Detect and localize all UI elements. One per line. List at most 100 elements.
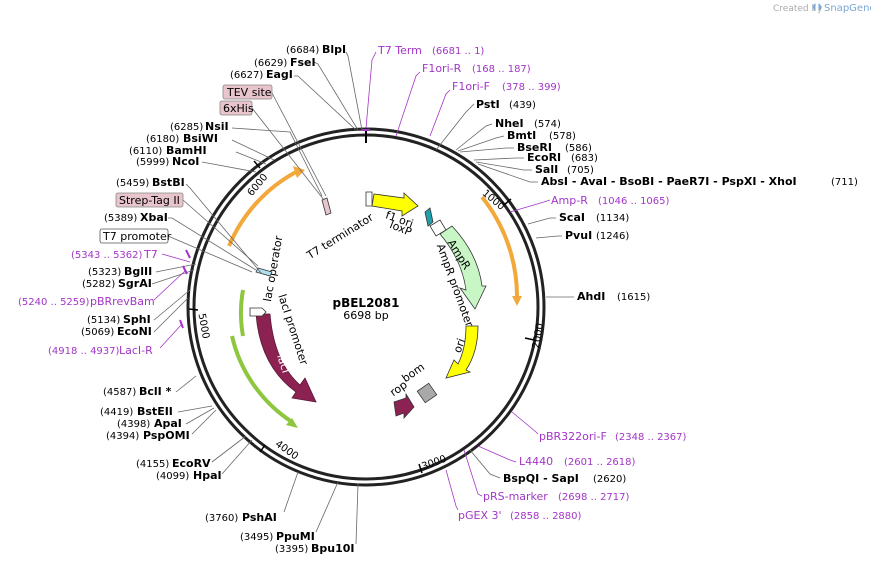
svg-text:Amp-R: Amp-R bbox=[551, 194, 588, 207]
site-sphi[interactable]: (5134) SphI bbox=[87, 289, 191, 326]
svg-text:(5069): (5069) bbox=[81, 327, 114, 338]
orange-feature-left-arrow[interactable] bbox=[227, 170, 297, 247]
primer-pbrrevbam[interactable]: (5240 .. 5259) pBRrevBam bbox=[18, 265, 188, 308]
site-apai[interactable]: (4398) ApaI bbox=[117, 407, 215, 430]
svg-text:F1ori-F: F1ori-F bbox=[452, 80, 490, 93]
created-by-text: Created by bbox=[773, 4, 823, 14]
site-pspomi[interactable]: (4394) PspOMI bbox=[106, 409, 217, 442]
site-hpai[interactable]: (4099) HpaI bbox=[156, 439, 253, 482]
site-xhoi-group[interactable]: AbsI - AvaI - BsoBI - PaeR7I - PspXI - X… bbox=[477, 163, 858, 188]
site-xbai[interactable]: (5389) XbaI bbox=[104, 211, 257, 271]
laci-arrow[interactable] bbox=[255, 313, 317, 403]
tag-t7-promoter[interactable]: T7 promoter bbox=[99, 228, 253, 273]
site-nhei[interactable]: NheI (574) bbox=[455, 117, 561, 151]
svg-text:NheI: NheI bbox=[495, 117, 524, 130]
site-scai[interactable]: ScaI (1134) bbox=[527, 211, 629, 225]
f1-ori-arrow[interactable] bbox=[371, 192, 419, 217]
svg-text:(5459): (5459) bbox=[116, 178, 149, 189]
rop-arrow[interactable] bbox=[393, 392, 415, 420]
site-ppumi[interactable]: (3495) PpuMI bbox=[240, 481, 339, 543]
tag-tev-site[interactable]: TEV site bbox=[222, 84, 327, 197]
primer-l4440[interactable]: L4440 (2601 .. 2618) bbox=[477, 445, 636, 468]
site-fsei[interactable]: (6629) FseI bbox=[254, 56, 359, 131]
site-ahdi[interactable]: AhdI (1615) bbox=[546, 290, 650, 303]
t7-terminator-marker bbox=[321, 197, 332, 216]
primer-amp-r[interactable]: Amp-R (1046 .. 1065) bbox=[509, 194, 670, 213]
svg-text:(378 .. 399): (378 .. 399) bbox=[502, 82, 561, 93]
green-feature-arrowhead bbox=[286, 418, 298, 428]
site-ncoi[interactable]: (5999) NcoI bbox=[136, 155, 257, 173]
site-bsiwi[interactable]: (6180) BsiWI bbox=[146, 132, 275, 161]
svg-text:ScaI: ScaI bbox=[559, 211, 585, 224]
orange-feature-right-arrowhead bbox=[512, 296, 522, 306]
orange-feature-left-arrowhead bbox=[293, 166, 305, 178]
svg-text:BseRI: BseRI bbox=[517, 141, 552, 154]
site-nsii[interactable]: (6285) NsiI bbox=[170, 120, 323, 197]
primer-f1ori-r[interactable]: F1ori-R (168 .. 187) bbox=[395, 62, 531, 137]
svg-text:(6285): (6285) bbox=[170, 122, 203, 133]
site-blpi[interactable]: (6684) BlpI bbox=[286, 43, 363, 131]
site-bstbi[interactable]: (5459) BstBI bbox=[116, 176, 263, 275]
svg-text:Bpu10I: Bpu10I bbox=[311, 542, 355, 555]
site-pvui[interactable]: PvuI (1246) bbox=[535, 229, 629, 242]
site-eagi[interactable]: (6627) EagI bbox=[230, 68, 357, 131]
site-bsteii[interactable]: (4419) BstEII bbox=[100, 405, 213, 418]
site-psti[interactable]: PstI (439) bbox=[435, 98, 536, 151]
site-ecorv[interactable]: (4155) EcoRV bbox=[136, 435, 247, 470]
site-bpu10i[interactable]: (3395) Bpu10I bbox=[275, 483, 359, 555]
svg-text:(1246): (1246) bbox=[596, 231, 629, 242]
svg-text:(2620): (2620) bbox=[593, 474, 626, 485]
svg-text:(1134): (1134) bbox=[596, 213, 629, 224]
snapgene-brand-text[interactable]: SnapGene bbox=[824, 3, 871, 14]
svg-text:L4440: L4440 bbox=[519, 455, 553, 468]
primer-t7-term[interactable]: T7 Term (6681 .. 1) bbox=[362, 44, 484, 131]
ori-arrow[interactable] bbox=[445, 325, 479, 379]
primer-t7[interactable]: (5343 .. 5362) T7 bbox=[71, 248, 191, 263]
green-feature-outer-arrow[interactable] bbox=[230, 335, 294, 424]
lac-operator-marker bbox=[255, 267, 273, 277]
bom-marker[interactable] bbox=[416, 382, 438, 404]
svg-text:(6681 .. 1): (6681 .. 1) bbox=[432, 46, 484, 57]
primer-laci-r[interactable]: (4918 .. 4937) LacI-R bbox=[48, 319, 184, 357]
svg-text:EagI: EagI bbox=[266, 68, 293, 81]
svg-text:NcoI: NcoI bbox=[172, 155, 199, 168]
svg-text:(4398): (4398) bbox=[117, 419, 150, 430]
svg-text:(2858 .. 2880): (2858 .. 2880) bbox=[510, 511, 582, 522]
site-bamhi[interactable]: (6110) BamHI bbox=[129, 144, 267, 165]
site-econi[interactable]: (5069) EcoNI bbox=[81, 297, 189, 338]
orange-feature-right-arrow[interactable] bbox=[480, 195, 520, 301]
ampr-arrow[interactable] bbox=[439, 225, 487, 310]
site-bspqi-sapi[interactable]: BspQI - SapI (2620) bbox=[469, 449, 626, 485]
site-bseri[interactable]: BseRI (586) bbox=[459, 141, 592, 154]
primer-pbr322ori-f[interactable]: pBR322ori-F (2348 .. 2367) bbox=[511, 411, 687, 443]
site-bglii[interactable]: (5323) BglII bbox=[88, 263, 197, 278]
site-bmti[interactable]: BmtI (578) bbox=[457, 129, 576, 152]
tag-strep-tag-ii[interactable]: Strep-Tag II bbox=[115, 192, 259, 267]
svg-text:(168 .. 187): (168 .. 187) bbox=[472, 64, 531, 75]
primer-f1ori-f[interactable]: F1ori-F (378 .. 399) bbox=[429, 80, 561, 137]
svg-text:BglII: BglII bbox=[124, 265, 152, 278]
svg-text:AbsI - AvaI - BsoBI - Pa: AbsI - AvaI - BsoBI - PaeR7I - PspXI - X… bbox=[541, 175, 797, 188]
primer-prs-marker[interactable]: pRS-marker (2698 .. 2717) bbox=[463, 449, 630, 503]
site-ecori[interactable]: EcoRI (683) bbox=[473, 151, 598, 164]
svg-text:(5282): (5282) bbox=[82, 279, 115, 290]
svg-text:(5323): (5323) bbox=[88, 267, 121, 278]
svg-text:(6180): (6180) bbox=[146, 134, 179, 145]
site-bcli[interactable]: (4587) BclI * bbox=[103, 375, 197, 398]
site-sali[interactable]: SalI (705) bbox=[475, 161, 594, 176]
tag-6xhis[interactable]: 6xHis bbox=[219, 100, 325, 201]
site-pshai[interactable]: (3760) PshAI bbox=[205, 471, 299, 524]
svg-text:BlpI: BlpI bbox=[322, 43, 346, 56]
svg-text:(4155): (4155) bbox=[136, 459, 169, 470]
svg-text:T7: T7 bbox=[143, 248, 158, 261]
svg-text:PshAI: PshAI bbox=[242, 511, 277, 524]
svg-text:(1615): (1615) bbox=[617, 292, 650, 303]
plasmid-size: 6698 bp bbox=[343, 309, 388, 322]
svg-text:SphI: SphI bbox=[123, 313, 151, 326]
svg-text:F1ori-R: F1ori-R bbox=[422, 62, 462, 75]
green-feature-inner-arrow[interactable] bbox=[239, 289, 245, 337]
svg-text:(6627): (6627) bbox=[230, 70, 263, 81]
svg-text:PpuMI: PpuMI bbox=[276, 530, 315, 543]
primer-pgex-3[interactable]: pGEX 3' (2858 .. 2880) bbox=[445, 469, 582, 522]
